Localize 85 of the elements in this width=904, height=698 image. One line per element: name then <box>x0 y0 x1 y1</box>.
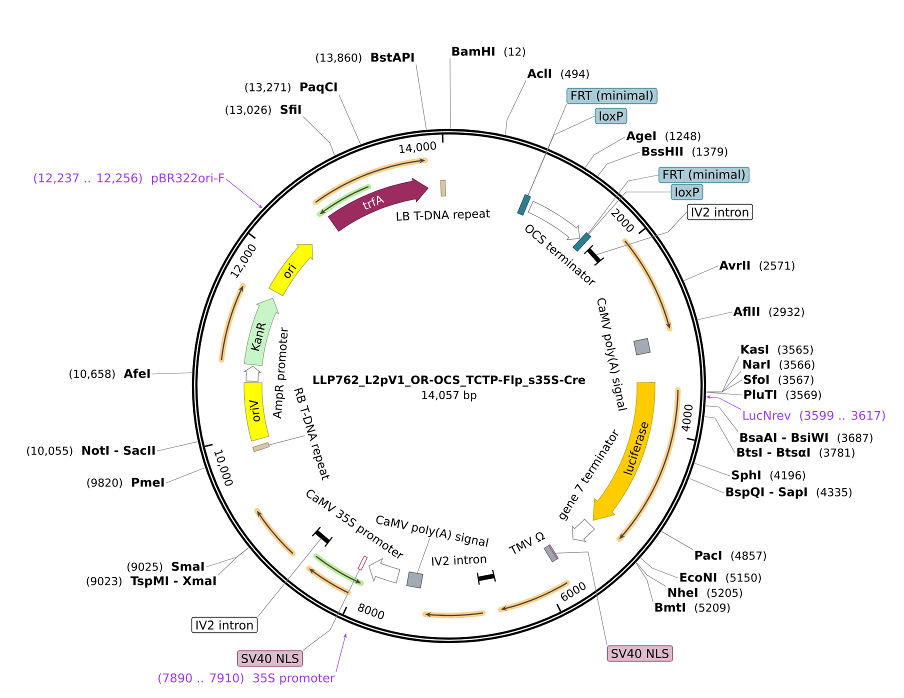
site-label: (13,860) BstAPI <box>316 52 414 64</box>
feature-bar <box>440 180 446 196</box>
site-label: AflII (2932) <box>733 306 804 318</box>
leader-line <box>156 441 198 452</box>
site-label: SfoI (3567) <box>744 374 814 386</box>
site-label: (9820) PmeI <box>87 478 164 488</box>
leader-line <box>206 547 249 568</box>
leader-line <box>706 380 742 392</box>
leader-line <box>555 552 608 646</box>
primer-label: LucNrev (3599 .. 3617) <box>743 410 885 422</box>
feature-tag: IV2 intron <box>191 616 258 634</box>
leader-line <box>588 174 659 234</box>
leader-line <box>598 152 640 176</box>
tick-label: 4000 <box>682 404 693 432</box>
leader-line <box>166 467 206 484</box>
leader-line <box>705 406 738 432</box>
i-beam-marker <box>312 526 333 548</box>
feature-tag: SV40 NLS <box>607 645 673 662</box>
leader-line <box>694 462 730 476</box>
feature-label: RB T-DNA repeat <box>294 388 330 480</box>
feature-outline <box>243 366 262 382</box>
leader-line <box>588 192 672 235</box>
feature-bar <box>252 442 270 452</box>
leader-line <box>416 64 427 130</box>
tick-label: 14,000 <box>399 142 436 154</box>
site-label: NarI (3566) <box>743 360 814 370</box>
tick-label: 8000 <box>358 604 384 620</box>
leader-line <box>704 416 736 454</box>
site-label: AvrII (2571) <box>719 260 794 272</box>
leader-line <box>706 392 742 396</box>
plasmid-size: 14,057 bp <box>422 390 476 402</box>
leader-line <box>636 562 666 587</box>
plasmid-name: LLP762_L2pV1_OR-OCS_TCTP-Flp_s35S-Cre <box>313 375 586 387</box>
leader-line <box>684 266 718 281</box>
leader-line <box>689 478 724 494</box>
leader-line <box>302 116 335 156</box>
feature-tag: FRT (minimal) <box>566 88 658 104</box>
leader-line <box>640 558 678 578</box>
site-label: NheI (5205) <box>668 588 742 598</box>
site-label: (9025) SmaI <box>127 562 204 572</box>
site-label: (10,055) NotI - SacII <box>27 446 155 456</box>
site-label: KasI (3565) <box>741 344 813 356</box>
site-label: (13,026) SfiI <box>226 104 301 116</box>
site-label: BamHI (12) <box>452 46 526 58</box>
leader-line <box>302 569 360 651</box>
leader-line <box>661 531 694 550</box>
feature-tag: loxP <box>670 184 704 200</box>
leader-line <box>450 58 451 129</box>
feature-band: oriV <box>244 382 270 442</box>
site-label: BmtI (5209) <box>655 602 730 614</box>
leader-line <box>698 312 732 320</box>
site-label: (13,271) PaqCI <box>245 82 337 94</box>
leader-line <box>268 435 305 446</box>
leader-line <box>505 80 526 136</box>
feature-tag: loxP <box>594 108 628 124</box>
leader-line <box>257 538 322 618</box>
site-label: AgeI (1248) <box>626 131 700 143</box>
site-label: PluTI (3569) <box>744 390 821 400</box>
leader-line <box>338 94 361 144</box>
site-label: BssHII (1379) <box>642 146 728 158</box>
feature-bar <box>517 194 531 216</box>
site-label: (9023) TspMI - XmaI <box>86 576 216 588</box>
leader-line <box>528 104 567 196</box>
site-label: BtsI - BtsαI (3781) <box>737 448 854 458</box>
feature-tag: SV40 NLS <box>237 650 303 667</box>
site-label: SphI (4196) <box>732 470 806 482</box>
feature-tag: IV2 intron <box>686 204 754 220</box>
leader-line <box>417 538 430 574</box>
leader-line <box>636 562 654 602</box>
leader-line <box>585 136 626 168</box>
leader-line <box>218 547 249 576</box>
leader-line <box>528 116 596 196</box>
feature-label: IV2 intron <box>432 556 486 566</box>
primer-label: (12,237 .. 12,256) pBR322ori-F <box>34 173 224 185</box>
site-label: BsaAI - BsiWI (3687) <box>740 432 872 444</box>
leader-line <box>152 372 192 374</box>
site-label: (10,658) AfeI <box>70 368 150 380</box>
site-label: AclI (494) <box>527 68 589 80</box>
feature-label: TMV Ω <box>508 532 546 554</box>
site-label: BspQI - SapI (4335) <box>726 487 852 499</box>
feature-tag: FRT (minimal) <box>658 166 750 184</box>
site-label: EcoNI (5150) <box>680 572 761 584</box>
site-label: PacI (4857) <box>695 550 766 562</box>
primer-label: (7890 .. 7910) 35S promoter <box>158 673 335 685</box>
leader-line <box>596 212 688 255</box>
